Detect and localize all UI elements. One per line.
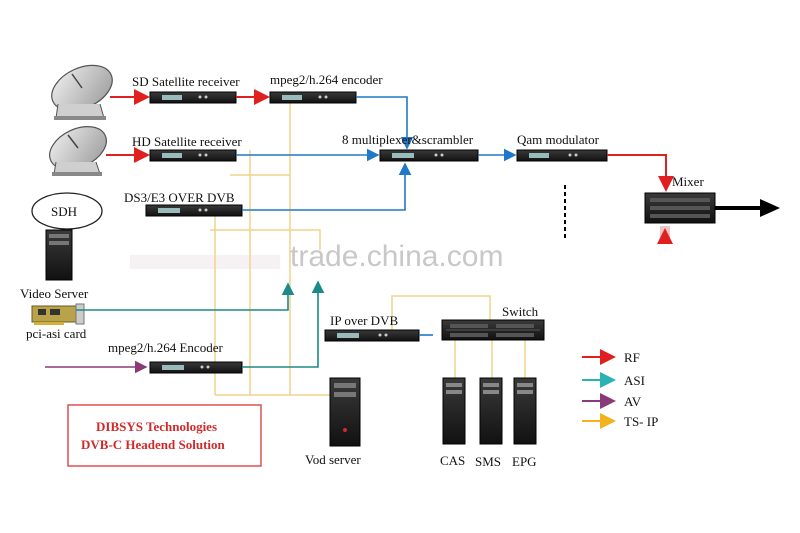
legend-av-label: AV	[624, 394, 642, 409]
hd-receiver-label: HD Satellite receiver	[132, 134, 242, 149]
satellite-dish-icon	[49, 126, 107, 176]
branding-line1: DIBSYS Technologies	[96, 419, 217, 434]
satellite-dish-icon	[51, 64, 113, 120]
ds3-label: DS3/E3 OVER DVB	[124, 190, 235, 205]
mixer-label: Mixer	[672, 174, 704, 189]
cas-label: CAS	[440, 453, 465, 468]
watermark-band	[130, 255, 280, 269]
legend: RF ASI AV TS- IP	[582, 349, 658, 429]
epg-label: EPG	[512, 454, 537, 469]
mixer-output-arrow	[715, 199, 780, 217]
sd-receiver-device	[149, 91, 237, 104]
asi-links	[76, 280, 325, 368]
legend-asi-label: ASI	[624, 373, 645, 388]
multiplexer-device	[379, 149, 479, 162]
qam-label: Qam modulator	[517, 132, 600, 147]
multiplexer-label: 8 multiplexer&scrambler	[342, 132, 474, 147]
pci-asi-label: pci-asi card	[26, 326, 87, 341]
sd-receiver-label: SD Satellite receiver	[132, 74, 240, 89]
encoder-bottom-label: mpeg2/h.264 Encoder	[108, 340, 223, 355]
pci-asi-card-icon	[31, 303, 85, 325]
ds3-device	[145, 204, 243, 217]
sdh-label: SDH	[51, 204, 77, 219]
switch-device	[441, 319, 545, 341]
sdh-node	[31, 192, 103, 230]
ts-ip-lines	[210, 103, 526, 396]
encoder-bottom-device	[149, 361, 243, 374]
epg-server-icon	[513, 377, 537, 445]
blue-links	[236, 96, 517, 336]
cas-server-icon	[442, 377, 466, 445]
encoder-top-label: mpeg2/h.264 encoder	[270, 72, 383, 87]
vod-server-icon	[329, 377, 361, 447]
mixer-device	[644, 192, 716, 224]
video-server-label: Video Server	[20, 286, 89, 301]
rf-links	[106, 89, 674, 192]
vod-server-label: Vod server	[305, 452, 361, 467]
branding-line2: DVB-C Headend Solution	[81, 437, 226, 452]
ip-over-dvb-label: IP over DVB	[330, 313, 398, 328]
hd-receiver-device	[149, 149, 237, 162]
encoder-top-device	[269, 91, 357, 104]
branding-box	[67, 404, 262, 467]
ip-over-dvb-device	[324, 329, 420, 342]
switch-label: Switch	[502, 304, 539, 319]
video-server-icon	[45, 229, 73, 281]
legend-ts-ip-label: TS- IP	[624, 414, 658, 429]
qam-modulator-device	[516, 149, 608, 162]
sms-server-icon	[479, 377, 503, 445]
watermark-text: trade.china.com	[290, 240, 503, 273]
sms-label: SMS	[475, 454, 501, 469]
legend-rf-label: RF	[624, 350, 640, 365]
